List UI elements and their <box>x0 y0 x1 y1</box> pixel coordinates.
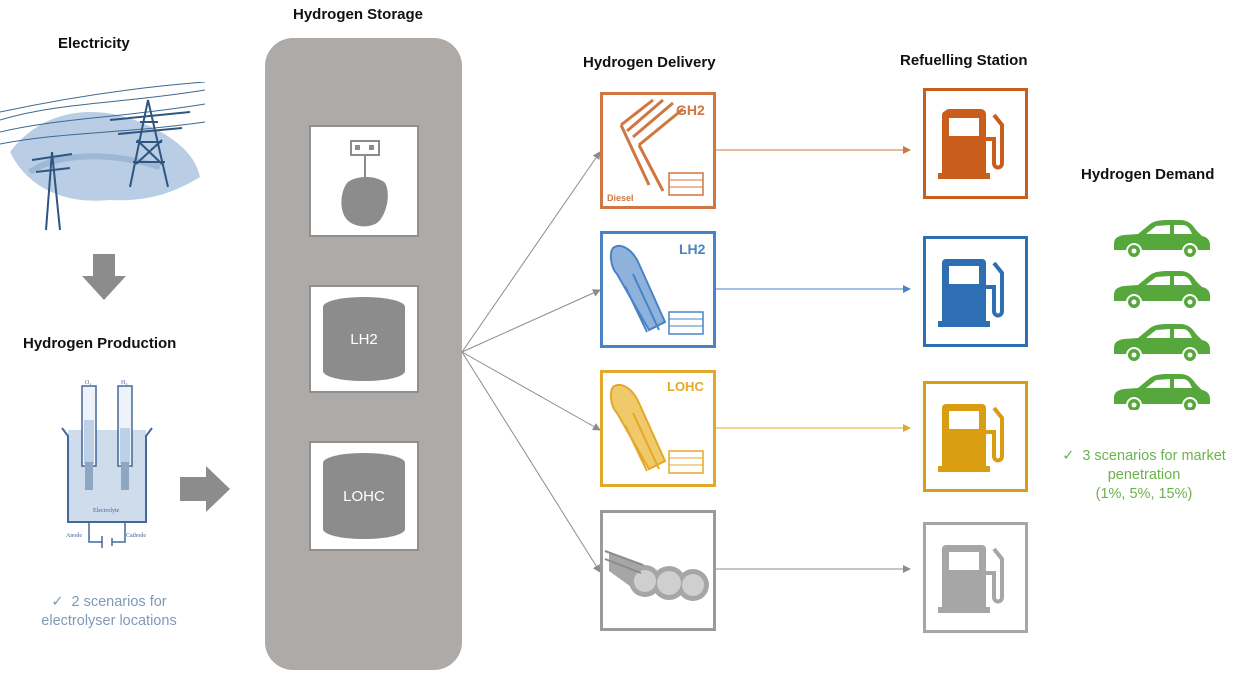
electrolyser-icon: O₂ H₂ Electrolyte Anode Cathode <box>61 380 153 548</box>
electrolyte-label: Electrolyte <box>93 508 120 514</box>
anode-label: Anode <box>66 533 82 539</box>
refuelling-title: Refuelling Station <box>900 52 1028 69</box>
car-icon <box>1114 220 1210 259</box>
car-icon <box>1114 324 1210 363</box>
production-note-line1: ✓2 scenarios for <box>51 594 167 610</box>
car-icon <box>1114 374 1210 410</box>
check-icon: ✓ <box>51 594 64 610</box>
station-orange-box <box>923 88 1028 199</box>
gas-label-o2: O₂ <box>85 380 91 386</box>
demand-scenarios-note: ✓3 scenarios for market penetration (1%,… <box>1040 447 1248 504</box>
gh2-label: GH2 <box>676 102 705 118</box>
delivery-lohc-box: LOHC <box>600 370 716 487</box>
connector-storage-lh2 <box>461 289 601 353</box>
right-arrow-icon <box>180 466 230 512</box>
underground-cavern-icon <box>341 140 388 227</box>
fuel-pump-icon-yellow <box>938 404 1004 472</box>
fuel-pump-icon-gray <box>938 545 1004 613</box>
storage-lh2-box: LH2 <box>309 285 419 393</box>
check-icon: ✓ <box>1062 448 1075 464</box>
station-yellow-box <box>923 381 1028 492</box>
demand-note-line2: penetration <box>1107 467 1181 483</box>
car-icons <box>1114 220 1210 410</box>
lohc-tanker-truck-icon: LOHC <box>609 379 704 474</box>
gas-label-h2: H₂ <box>121 380 127 386</box>
fuel-pump-icon-blue <box>938 259 1004 327</box>
cathode-label: Cathode <box>126 533 146 539</box>
gh2-tube-trailer-icon: GH2 Diesel <box>607 98 705 203</box>
station-gray-box <box>923 522 1028 633</box>
delivery-gh2-box: GH2 Diesel <box>600 92 716 209</box>
storage-title: Hydrogen Storage <box>293 6 424 23</box>
station-blue-box <box>923 236 1028 347</box>
delivery-lh2-box: LH2 <box>600 231 716 348</box>
fuel-pump-icon-orange <box>938 109 1004 179</box>
production-note-line2: electrolyser locations <box>41 613 177 629</box>
connector-storage-pipeline <box>461 351 601 573</box>
down-arrow-icon <box>82 254 126 300</box>
lohc-delivery-label: LOHC <box>667 379 704 394</box>
delivery-pipeline-box <box>600 510 716 631</box>
demand-title: Hydrogen Demand <box>1081 166 1215 183</box>
storage-underground-box <box>309 125 419 237</box>
electricity-title: Electricity <box>58 35 130 52</box>
connector-storage-lohc <box>461 351 601 431</box>
demand-note-line3: (1%, 5%, 15%) <box>1095 486 1193 502</box>
lohc-tank: LOHC <box>323 453 405 539</box>
lh2-tanker-truck-icon: LH2 <box>609 241 706 335</box>
production-title: Hydrogen Production <box>23 335 177 352</box>
lh2-delivery-label: LH2 <box>679 241 706 257</box>
lh2-tank: LH2 <box>323 297 405 381</box>
connector-storage-gh2 <box>461 151 601 353</box>
diesel-label: Diesel <box>607 193 634 203</box>
demand-note-line1: ✓3 scenarios for market <box>1062 448 1226 464</box>
delivery-title: Hydrogen Delivery <box>583 54 716 71</box>
production-scenarios-note: ✓2 scenarios for electrolyser locations <box>0 593 218 631</box>
storage-lohc-box: LOHC <box>309 441 419 551</box>
car-icon <box>1114 271 1210 310</box>
pipeline-icon <box>604 550 709 601</box>
power-lines-icon <box>0 82 205 231</box>
